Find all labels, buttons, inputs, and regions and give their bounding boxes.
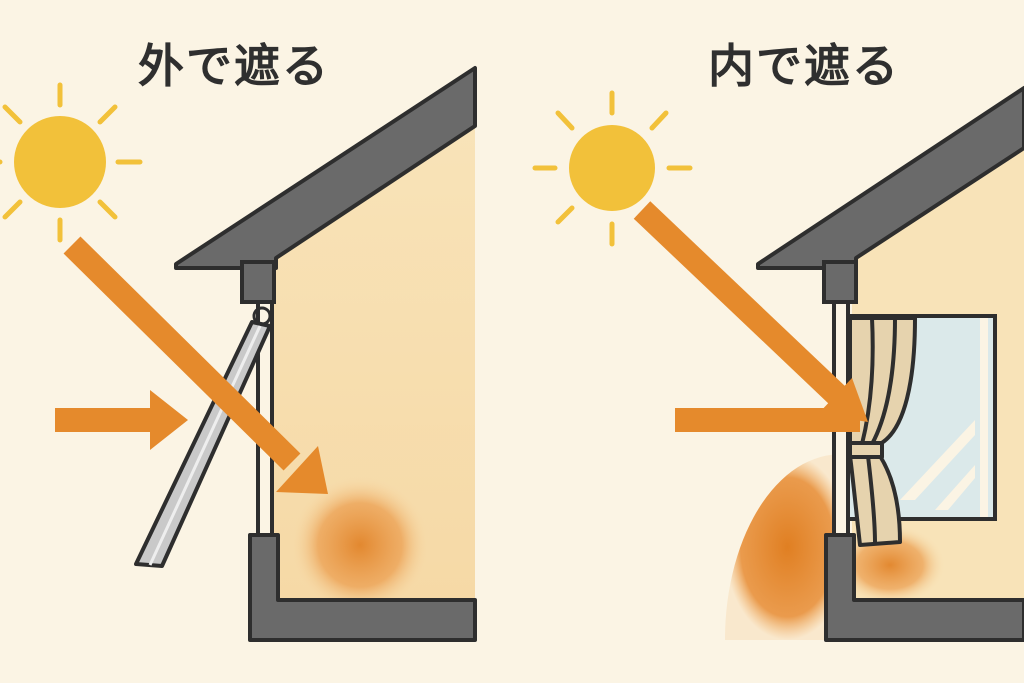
floor-wall-base	[824, 533, 1024, 642]
panel-exterior	[0, 66, 477, 642]
sun-icon	[0, 82, 143, 243]
sunlight-arrow-diagonal	[63, 236, 328, 494]
heat-spot	[724, 454, 850, 640]
floor-wall-base	[248, 533, 477, 642]
curtain	[848, 316, 917, 547]
sunlight-arrow-horizontal	[675, 408, 860, 432]
eave	[240, 260, 276, 304]
eave	[822, 260, 858, 304]
sun-icon	[532, 90, 693, 247]
panel-interior	[532, 86, 1024, 642]
roof	[756, 86, 1024, 270]
panel-title-exterior: 外で遮る	[138, 39, 330, 93]
heat-spot	[290, 475, 430, 615]
sunlight-arrow-horizontal	[55, 390, 188, 450]
panel-title-interior: 内で遮る	[708, 39, 900, 93]
roof	[174, 66, 477, 270]
awning	[134, 306, 272, 568]
